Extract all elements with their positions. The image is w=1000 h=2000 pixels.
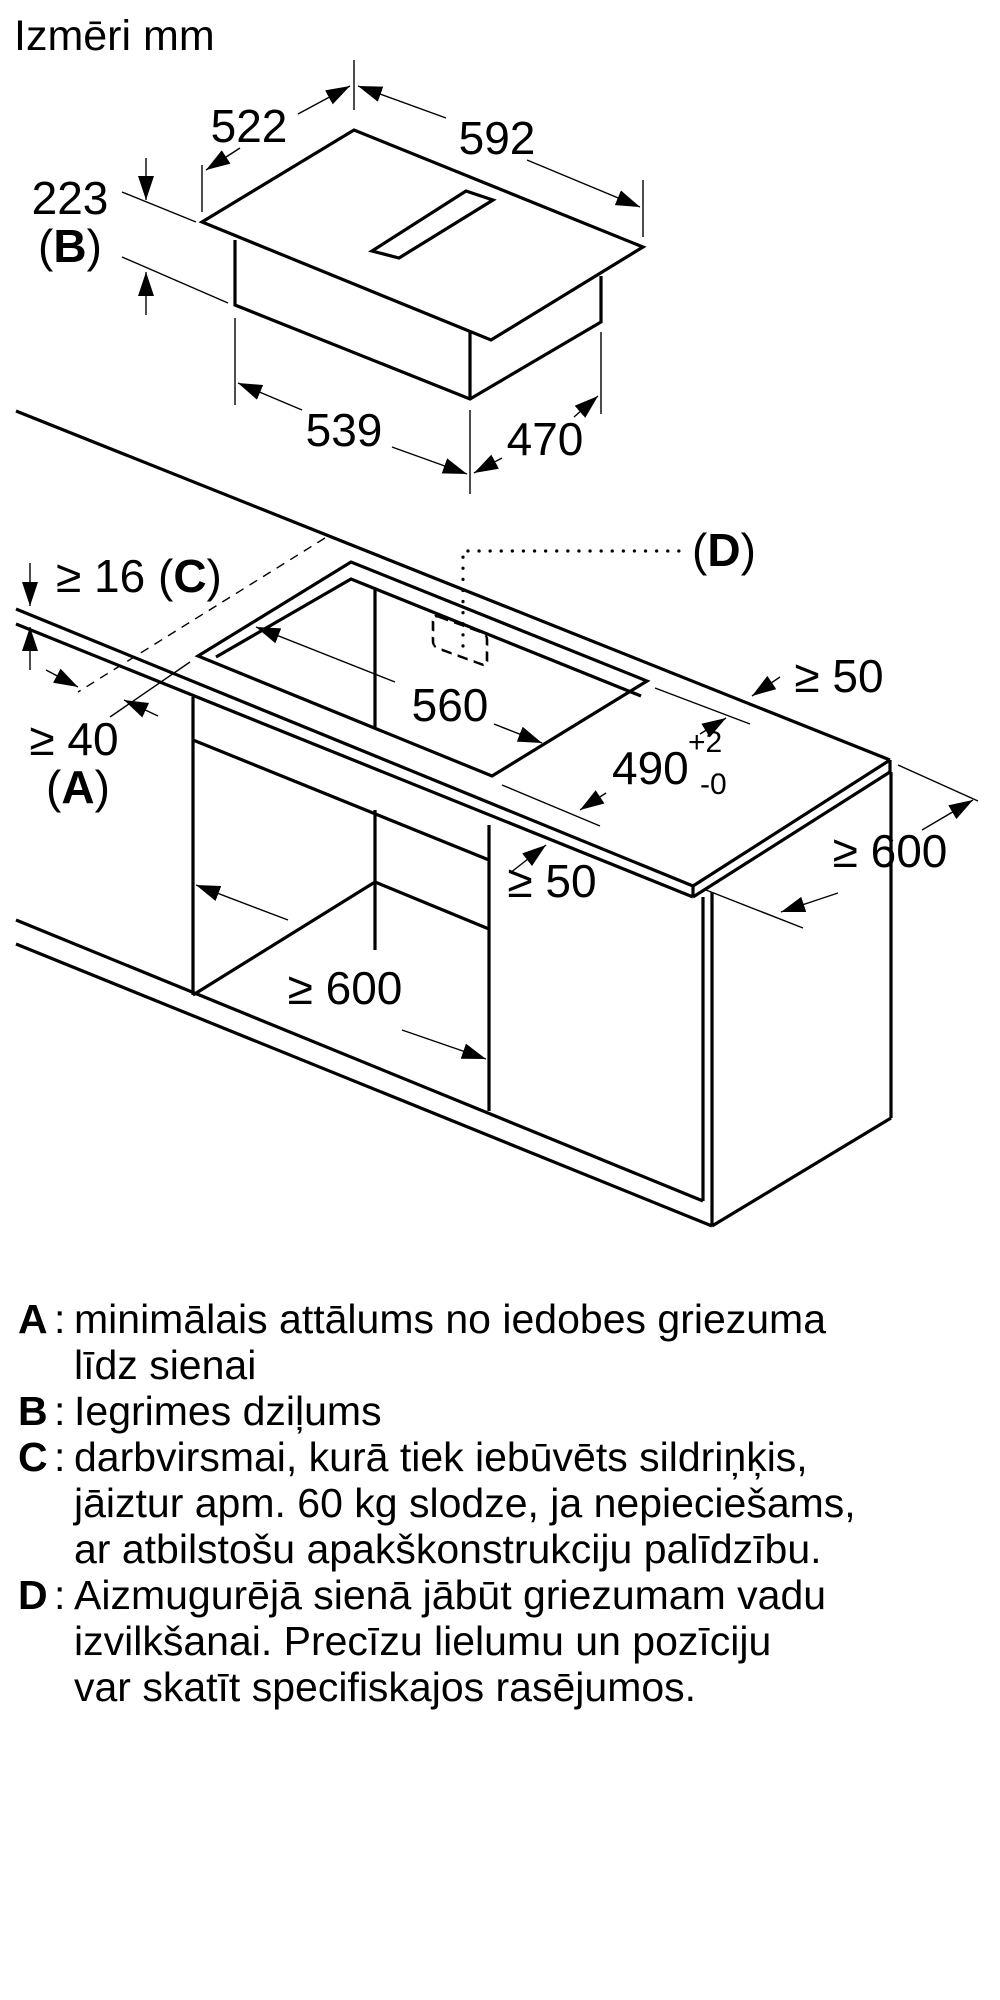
legend-text: Aizmugurējā sienā jābūt griezumam vadu i… (74, 1572, 827, 1710)
worktop-dimensions (22, 563, 979, 1060)
page-title: Izmēri mm (14, 12, 215, 60)
legend-item-a: A : minimālais attālums no iedobes griez… (18, 1296, 988, 1388)
legend-item-d: D : Aizmugurējā sienā jābūt griezumam va… (18, 1572, 988, 1710)
hob-top-surface (198, 128, 647, 342)
label-body-depth-470: 470 (507, 413, 584, 465)
label-worktop-thickness: ≥ 16 (C) (56, 550, 222, 602)
label-worktop-depth-600: ≥ 600 (833, 825, 948, 877)
cabinet (15, 697, 893, 1228)
legend-text: darbvirsmai, kurā tiek iebūvēts sildriņķ… (74, 1434, 856, 1572)
legend: A : minimālais attālums no iedobes griez… (18, 1296, 988, 1710)
legend-key: B (18, 1388, 48, 1434)
hob-dimensions (121, 60, 644, 494)
hob-body (233, 240, 603, 401)
cable-cutout (431, 614, 489, 667)
label-min-front-ref-a: (A) (46, 761, 110, 813)
label-cutout-width-560: 560 (412, 679, 489, 731)
label-height-223: 223 (32, 172, 109, 224)
label-tolerance-plus: +2 (688, 726, 722, 759)
label-min-side-distance: ≥ 50 (507, 855, 596, 907)
label-height-ref-b: (B) (38, 220, 102, 272)
label-tolerance-minus: -0 (700, 768, 727, 801)
label-cabinet-width-600: ≥ 600 (288, 962, 403, 1014)
label-cutout-depth-490: 490 (612, 742, 689, 794)
hob-vent-slot (368, 189, 497, 260)
label-min-front-distance: ≥ 40 (29, 713, 118, 765)
dimension-labels: 522 592 223 (B) 539 470 ≥ 16 (C) ≥ 40 (A… (29, 100, 947, 1014)
worktop-cutout (194, 549, 682, 778)
legend-key: A (18, 1296, 48, 1342)
label-body-width-539: 539 (306, 404, 383, 456)
worktop (15, 409, 892, 899)
hob-appliance (198, 128, 647, 401)
legend-text: minimālais attālums no iedobes griezuma … (74, 1296, 827, 1388)
installation-drawing: 522 592 223 (B) 539 470 ≥ 16 (C) ≥ 40 (A… (15, 60, 979, 1228)
label-cable-cutout-ref-d: (D) (692, 524, 756, 576)
label-width-592: 592 (459, 112, 536, 164)
legend-item-b: B : Iegrimes dziļums (18, 1388, 988, 1434)
label-depth-522: 522 (211, 100, 288, 152)
legend-key: D (18, 1572, 48, 1618)
legend-text: Iegrimes dziļums (74, 1388, 382, 1434)
label-min-rear-distance: ≥ 50 (794, 650, 883, 702)
legend-item-c: C : darbvirsmai, kurā tiek iebūvēts sild… (18, 1434, 988, 1572)
legend-key: C (18, 1434, 48, 1480)
